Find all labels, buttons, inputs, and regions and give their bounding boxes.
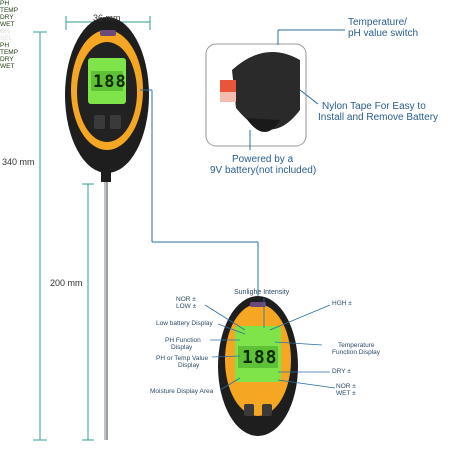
detail-callout-lines xyxy=(204,298,336,391)
nor-low-label: NOR ± xyxy=(176,296,196,303)
back-view-device xyxy=(205,43,307,147)
detail-lcd-digits: 188 xyxy=(242,347,278,368)
detail-lcd-ph-label: PH xyxy=(0,42,10,49)
nylon-callout-line2: Install and Remove Battery xyxy=(318,112,439,123)
moisture-label: Moisture Display Area xyxy=(150,388,214,395)
nor-wet-label: NOR ± xyxy=(336,383,356,390)
callout-lines xyxy=(140,29,345,296)
probe-length-label: 200 mm xyxy=(50,278,83,288)
detail-lcd-wet-label: WET xyxy=(0,63,15,70)
ph-function-label-line2: Display xyxy=(171,344,193,351)
nylon-callout: Nylon Tape For Easy to xyxy=(322,101,426,112)
detail-lcd-dry-label: DRY xyxy=(0,56,14,63)
lcd-wet-label: WET xyxy=(0,21,15,28)
sunlight-label: Sunlighe Intensity xyxy=(234,289,290,296)
battery-callout-line2: 9V battery(not included) xyxy=(210,165,317,176)
switch-callout: Temperature/ xyxy=(348,17,407,28)
detail-lcd-temp-label: TEMP xyxy=(0,49,19,56)
lcd-dry-label: DRY xyxy=(0,14,14,21)
dry-label: DRY ± xyxy=(332,368,351,375)
lcd-ph-label: PH xyxy=(0,0,10,7)
dimension-lines xyxy=(33,16,151,441)
main-device xyxy=(65,17,149,440)
low-battery-label: Low battery Display xyxy=(156,320,213,327)
nor-low-label-line2: LOW ± xyxy=(176,303,197,310)
on-button[interactable]: ON xyxy=(0,28,10,35)
temp-function-label-line2: Function Display xyxy=(332,349,381,356)
ph-function-label: PH Function xyxy=(165,337,201,344)
switch-callout-line2: pH value switch xyxy=(348,28,419,39)
nor-wet-label-line2: WET ± xyxy=(336,390,356,397)
lcd-digits: 188 xyxy=(93,72,127,92)
select-button[interactable]: SEL xyxy=(0,35,13,42)
temp-function-label: Temperature xyxy=(338,342,375,349)
width-dimension-label: 36 mm xyxy=(93,13,121,23)
ph-temp-label: PH or Temp Value xyxy=(156,355,209,362)
battery-callout: Powered by a xyxy=(232,154,294,165)
hgh-label: HGH ± xyxy=(332,300,352,307)
lcd-temp-label: TEMP xyxy=(0,7,19,14)
total-length-label: 340 mm xyxy=(2,157,35,167)
ph-temp-label-line2: Display xyxy=(178,362,200,369)
